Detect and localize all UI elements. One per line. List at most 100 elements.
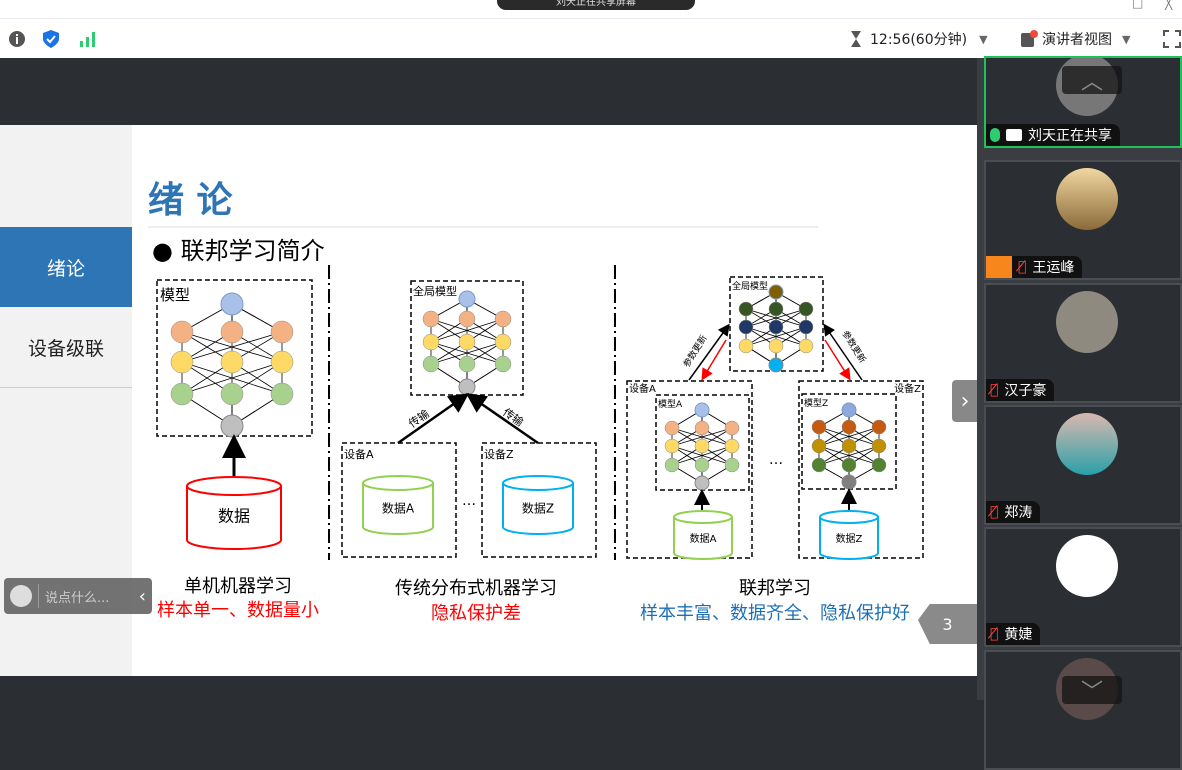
node: [841, 474, 857, 490]
update-label: 参数更新: [680, 333, 709, 370]
participant-tile[interactable]: 🎙̸王运峰: [984, 160, 1182, 280]
arrow: [397, 393, 470, 445]
node: [422, 310, 440, 328]
window-title-bar: 刘天正在共享屏幕 □ ╳: [0, 0, 1182, 18]
node: [458, 378, 476, 396]
device-label: 设备A: [344, 447, 374, 461]
node: [494, 355, 512, 373]
edge: [181, 361, 283, 395]
transfer-label: 传输: [406, 406, 432, 430]
presenter-icon: [1021, 30, 1038, 47]
node: [458, 333, 476, 351]
device-box: [481, 442, 597, 558]
sharing-tab-label: 刘天正在共享屏幕: [556, 0, 636, 8]
device-box: [341, 442, 457, 558]
ellipsis: …: [769, 452, 783, 468]
node: [841, 419, 857, 435]
node: [724, 420, 740, 436]
chevron-right-icon: ›: [960, 388, 970, 414]
chat-input[interactable]: 说点什么... ‹: [4, 578, 152, 614]
next-slide-button[interactable]: ›: [952, 380, 978, 422]
node: [270, 350, 294, 374]
mic-on-icon: [990, 128, 1000, 142]
bottom-bar: [0, 676, 977, 700]
database-icon: [819, 517, 879, 560]
node: [220, 320, 244, 344]
slide-subtitle: ● 联邦学习简介: [152, 237, 325, 265]
timer-dropdown[interactable]: 12:56(60分钟) ▼: [850, 29, 988, 49]
mic-muted-icon: 🎙̸: [990, 626, 999, 642]
arrow: [824, 339, 851, 381]
node: [798, 319, 814, 335]
scroll-up-button[interactable]: ︿: [1062, 66, 1122, 95]
participant-tile[interactable]: 🎙̸汉子豪: [984, 283, 1182, 403]
sharing-tab[interactable]: 刘天正在共享屏幕: [497, 0, 695, 10]
participant-tile[interactable]: [984, 650, 1182, 770]
scroll-down-button[interactable]: ﹀: [1062, 676, 1122, 705]
participant-panel: 刘天正在共享 🎙̸王运峰 🎙̸汉子豪 🎙̸郑涛 🎙̸黄婕: [977, 56, 1182, 770]
node: [798, 338, 814, 354]
update-label: 参数更新: [839, 328, 868, 365]
database-label: 数据Z: [836, 532, 863, 545]
avatar: [1056, 413, 1118, 475]
emoji-icon[interactable]: [10, 585, 32, 607]
single-caption: 单机机器学习: [184, 576, 292, 597]
edge: [671, 427, 733, 447]
mic-muted-icon: 🎙̸: [990, 504, 999, 520]
node: [694, 420, 710, 436]
node: [494, 333, 512, 351]
signal-icon: [78, 29, 96, 49]
node: [694, 402, 710, 418]
database-top: [186, 476, 282, 496]
edge: [181, 331, 283, 363]
hourglass-icon: [851, 31, 861, 47]
close-icon[interactable]: ╳: [1165, 0, 1173, 10]
database-top: [502, 475, 574, 491]
node: [170, 350, 194, 374]
nav-item-device-cascade[interactable]: 设备级联: [0, 308, 132, 388]
device-label: 设备A: [629, 382, 656, 395]
participant-name: 王运峰: [1032, 260, 1075, 276]
chat-divider: [38, 584, 39, 608]
node: [738, 338, 754, 354]
info-icon[interactable]: [8, 29, 26, 49]
participant-name: 汉子豪: [1004, 383, 1047, 399]
node: [220, 382, 244, 406]
nav-item-intro[interactable]: 绪论: [0, 227, 132, 307]
database-top: [819, 510, 879, 524]
chevron-down-icon: ▼: [979, 32, 988, 46]
database-icon: [362, 483, 434, 535]
maximize-icon[interactable]: □: [1132, 0, 1144, 10]
node: [768, 284, 784, 300]
participant-tile[interactable]: 🎙̸郑涛: [984, 405, 1182, 525]
presenter-view-dropdown[interactable]: 演讲者视图 ▼: [1020, 29, 1130, 49]
collapse-chat-icon[interactable]: ‹: [138, 585, 146, 607]
device-label: 设备Z: [484, 447, 514, 461]
ellipsis: …: [462, 493, 476, 509]
edge: [430, 318, 504, 343]
node: [170, 320, 194, 344]
nav-item-label: 绪论: [46, 257, 85, 280]
model-label: 模型: [160, 286, 190, 304]
avatar: [1056, 291, 1118, 353]
model-label: 模型A: [658, 399, 683, 410]
participant-tile[interactable]: 🎙̸黄婕: [984, 527, 1182, 647]
node: [871, 438, 887, 454]
node: [270, 382, 294, 406]
transfer-label: 传输: [500, 405, 526, 429]
node: [664, 420, 680, 436]
node: [694, 475, 710, 491]
node: [798, 301, 814, 317]
shield-check-icon[interactable]: [42, 29, 60, 49]
global-model-label: 全局模型: [732, 280, 768, 292]
node: [422, 333, 440, 351]
node: [220, 350, 244, 374]
fullscreen-icon[interactable]: [1163, 29, 1181, 49]
node: [458, 290, 476, 308]
database-label: 数据: [218, 507, 250, 526]
node: [768, 301, 784, 317]
federated-caption: 联邦学习: [739, 578, 811, 599]
node: [664, 457, 680, 473]
node: [694, 438, 710, 454]
